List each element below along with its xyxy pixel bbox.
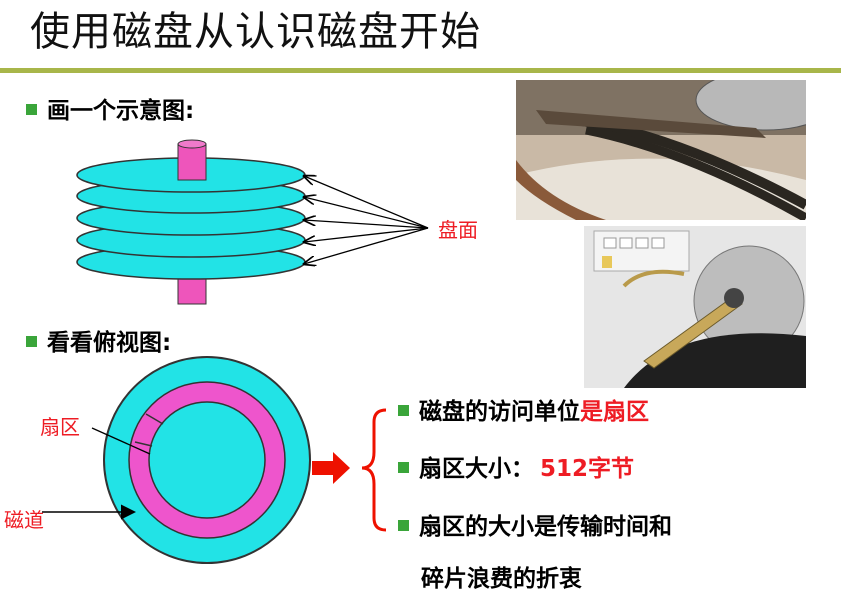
bullet-square-icon	[26, 104, 37, 115]
point-sector-size-text: 扇区大小：	[419, 456, 534, 482]
spindle-top	[177, 143, 207, 181]
photo-disk-head	[584, 226, 806, 388]
bullet-square-icon	[398, 462, 409, 473]
sector-leader	[91, 427, 151, 455]
section-heading-top-view-text: 看看俯视图:	[47, 330, 172, 356]
point-tradeoff-line2: 碎片浪费的折衷	[421, 566, 582, 592]
title-divider	[0, 68, 841, 73]
section-heading-diagram: 画一个示意图:	[26, 96, 194, 126]
page-title: 使用磁盘从认识磁盘开始	[30, 9, 481, 55]
point-access-unit-highlight: 是扇区	[580, 399, 649, 425]
sector-boundary-1	[134, 441, 153, 447]
label-track: 磁道	[4, 508, 44, 532]
label-sector: 扇区	[40, 415, 80, 439]
section-heading-top-view: 看看俯视图:	[26, 328, 171, 358]
bullet-square-icon	[398, 520, 409, 531]
photo-disk-platters	[516, 80, 806, 220]
label-surface: 盘面	[438, 218, 478, 242]
point-sector-size-highlight: 512字节	[540, 456, 635, 482]
point-access-unit-text: 磁盘的访问单位	[419, 399, 580, 425]
red-arrow-icon	[312, 452, 350, 484]
surface-arrows	[304, 176, 429, 264]
top-view-inner	[148, 401, 266, 519]
bullet-square-icon	[398, 405, 409, 416]
point-access-unit: 磁盘的访问单位是扇区	[398, 396, 649, 428]
spindle-cap	[177, 139, 207, 149]
point-tradeoff-line1: 扇区的大小是传输时间和	[419, 514, 672, 540]
sector-boundary-2	[145, 413, 164, 425]
curly-brace	[361, 408, 387, 532]
point-sector-size: 扇区大小：512字节	[398, 453, 634, 485]
point-tradeoff: 扇区的大小是传输时间和	[398, 511, 672, 543]
bullet-square-icon	[26, 336, 37, 347]
section-heading-diagram-text: 画一个示意图:	[47, 98, 195, 124]
